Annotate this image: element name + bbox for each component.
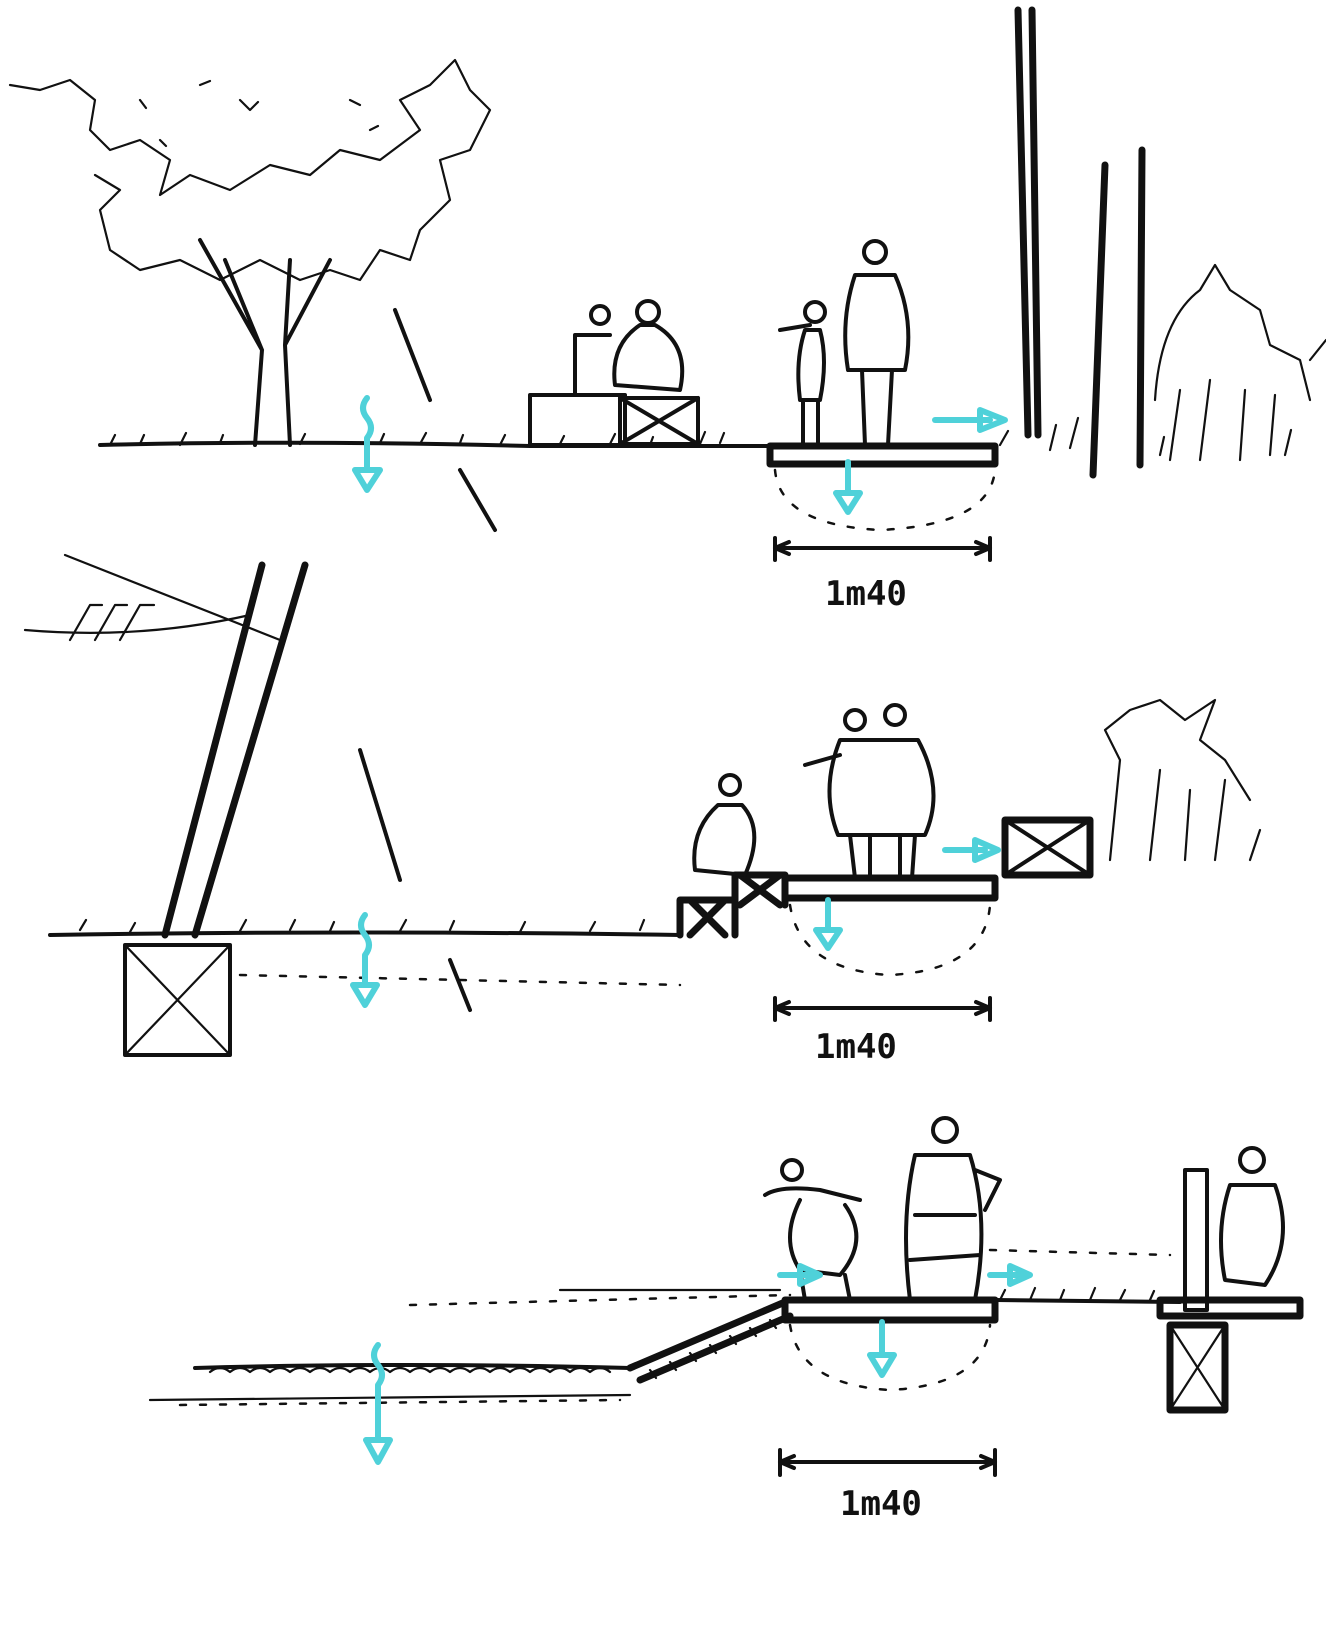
water-texture — [208, 1366, 612, 1374]
person-head — [635, 299, 661, 325]
water-arrow-head — [833, 490, 863, 515]
pole — [1089, 161, 1109, 479]
grass-texture — [998, 1286, 1156, 1302]
tree-trunk — [198, 238, 332, 447]
subsurface-dashed — [178, 1398, 622, 1407]
dimension-label: 1m40 — [815, 1027, 897, 1067]
water-surface — [193, 1363, 632, 1370]
grass-texture — [998, 416, 1293, 457]
footing-cross — [123, 943, 232, 1057]
water-arrow-head — [797, 1263, 823, 1287]
bench-seat — [1156, 1296, 1304, 1320]
water-arrow-head — [352, 467, 383, 493]
tree-footing — [123, 943, 232, 1057]
person-seated — [612, 323, 685, 392]
footing-cross — [1168, 1323, 1227, 1412]
shrub — [1153, 263, 1326, 462]
planter-cross — [1003, 818, 1092, 877]
person-seated — [1219, 1183, 1285, 1287]
guide-line-dashed — [408, 1293, 792, 1307]
ramp-hatch — [648, 1318, 778, 1380]
adult-figure — [904, 1153, 1002, 1302]
dimension-label: 1m40 — [840, 1484, 922, 1524]
water-arrow-head — [350, 982, 380, 1008]
pole — [1136, 146, 1146, 469]
planter-cross — [618, 396, 700, 446]
tree-canopy — [8, 58, 492, 282]
water-bottom-line — [148, 1393, 632, 1402]
infiltration-zone — [773, 468, 997, 532]
person-head — [862, 239, 888, 265]
planter-box — [1001, 816, 1094, 879]
shrub — [1103, 698, 1262, 862]
ramp — [626, 1298, 794, 1384]
hatch-marks — [68, 603, 156, 642]
dimension-line — [773, 996, 992, 1022]
bench-block — [528, 393, 627, 447]
path-slab — [781, 874, 999, 902]
planter-box — [618, 396, 700, 446]
step-blocks — [676, 871, 789, 939]
dimension-line — [773, 536, 992, 562]
adult-figure — [843, 273, 911, 447]
dimension-label: 1m40 — [825, 574, 907, 614]
person-head — [883, 703, 907, 727]
water-arrow-head — [972, 837, 1001, 863]
person-crouching — [763, 1186, 862, 1302]
ground-line — [48, 930, 682, 937]
person-seated — [573, 333, 612, 397]
ground-line — [993, 1298, 1182, 1304]
water-arrow-head — [813, 927, 843, 951]
guide-line — [358, 748, 472, 1012]
person-seated — [692, 803, 757, 877]
bench-post — [1183, 1168, 1209, 1312]
water-arrow-head — [363, 1437, 393, 1465]
couple-figures — [803, 738, 936, 880]
overhead-cable — [23, 553, 282, 642]
person-head — [843, 708, 867, 732]
grass-texture — [78, 918, 646, 934]
child-figure — [778, 323, 826, 447]
bench-footing — [1166, 1321, 1229, 1414]
pole — [1014, 6, 1042, 439]
person-head — [1238, 1146, 1266, 1174]
water-flow-arrow — [360, 395, 374, 471]
person-head — [780, 1158, 804, 1182]
guide-line — [393, 308, 497, 532]
path-slab — [781, 1296, 999, 1324]
section-2: 1m40 — [23, 553, 1262, 1067]
ground-line — [98, 440, 772, 448]
person-head — [931, 1116, 959, 1144]
water-arrow-head — [1007, 1263, 1033, 1287]
path-slab — [766, 442, 999, 468]
water-flow-arrow — [358, 912, 372, 988]
section-1: 1m40 — [8, 6, 1326, 614]
guide-line-dashed — [988, 1248, 1172, 1257]
section-3: 1m40 — [148, 1116, 1304, 1524]
leaf-marks — [138, 79, 380, 148]
grass-texture — [108, 430, 726, 447]
person-head — [589, 304, 611, 326]
water-arrow-head — [977, 407, 1008, 433]
person-head — [718, 773, 742, 797]
person-head — [803, 300, 827, 324]
water-arrow-head — [867, 1352, 897, 1378]
tree-trunk — [161, 561, 309, 939]
dimension-line — [778, 1448, 997, 1477]
water-flow-arrow — [371, 1342, 385, 1443]
